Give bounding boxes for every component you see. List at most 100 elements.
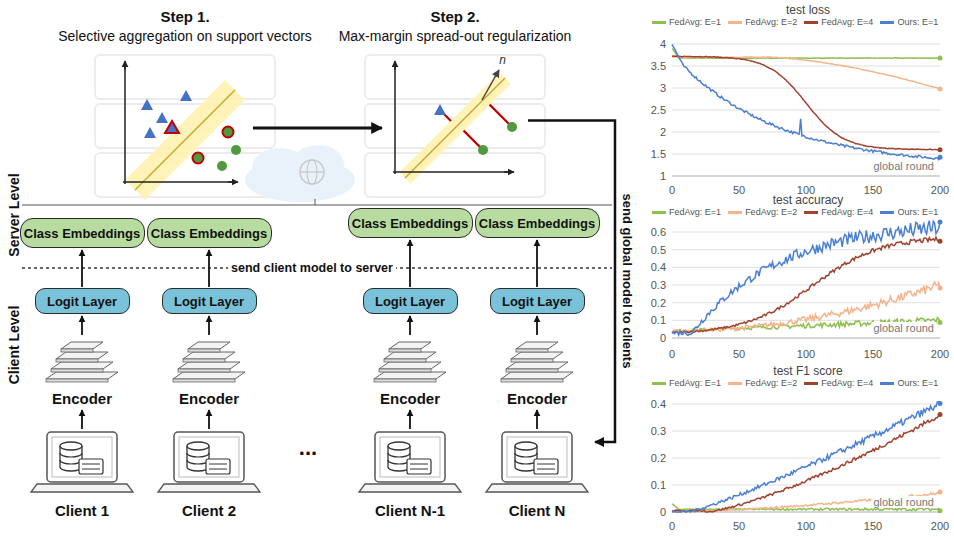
triangle-point: [144, 127, 156, 138]
line-chart: [672, 44, 943, 176]
node-icon: [154, 430, 264, 504]
legend-text: FedAvg: E=2: [745, 207, 797, 217]
legend-text: FedAvg: E=1: [669, 17, 721, 27]
laptop-screen: [47, 432, 117, 482]
globe: [300, 171, 324, 172]
legend-item: FedAvg: E=1: [652, 207, 721, 217]
axis-tick: 0.2: [651, 297, 666, 309]
embedding-box: Class Embeddings: [147, 218, 272, 248]
series-end-dot: [938, 286, 943, 291]
axis-tick: 0.4: [651, 398, 666, 410]
node-label: Client N: [509, 502, 566, 520]
axis-tick: 0.3: [651, 279, 666, 291]
legend-text: FedAvg: E=1: [669, 378, 721, 388]
x-axis: [672, 338, 940, 339]
legend-swatch: [880, 211, 894, 214]
legend-item: Ours: E=1: [880, 17, 938, 27]
laptop-icon: [27, 430, 137, 500]
axis-tick: 0.4: [651, 261, 666, 273]
laptop-screen: [502, 432, 572, 482]
x-axis: [672, 176, 940, 177]
database-icon: [388, 442, 410, 450]
node-label: Encoder: [507, 390, 567, 408]
laptop-base: [31, 484, 133, 492]
encoder-layer: [389, 342, 431, 349]
legend-text: FedAvg: E=1: [669, 207, 721, 217]
flow-arrow: [208, 410, 210, 429]
server-icon: [407, 459, 431, 474]
legend-text: FedAvg: E=4: [821, 207, 873, 217]
node-label: Class Embeddings: [24, 226, 140, 241]
laptop-screen: [375, 432, 445, 482]
axis-tick: 0.5: [651, 244, 666, 256]
flow-arrow: [536, 316, 538, 335]
client-device: Client N: [482, 430, 592, 520]
encoder-layer: [46, 372, 118, 379]
grid-line: [672, 88, 940, 89]
encoder-layer: [379, 362, 441, 369]
axis-tick: 1.5: [651, 148, 666, 160]
flow-arrow: [409, 240, 411, 287]
encoder-layer: [51, 362, 113, 369]
legend-swatch: [880, 21, 894, 24]
encoder-layer: [56, 359, 98, 362]
series-end-dot: [938, 220, 943, 225]
node-icon: [164, 336, 254, 392]
database-icon: [515, 442, 537, 450]
grid-line: [672, 431, 940, 432]
plot-axes: [393, 62, 512, 174]
client-device: Client N-1: [355, 430, 465, 520]
encoder-layer: [188, 349, 220, 352]
embedding-box: Class Embeddings: [475, 208, 600, 238]
circle-point: [507, 122, 517, 132]
laptop-screen: [174, 432, 244, 482]
legend-item: FedAvg: E=4: [804, 378, 873, 388]
legend-swatch: [652, 21, 666, 24]
level-label: Server Level: [6, 173, 22, 256]
series-end-dot: [938, 401, 943, 406]
step-panel: Step 1.Selective aggregation on support …: [120, 58, 250, 198]
margin-band: [399, 72, 510, 183]
server-icon: [82, 464, 100, 469]
svm-plot-1: [123, 61, 245, 200]
grid-line: [672, 132, 940, 133]
encoder-layer: [183, 359, 225, 362]
node-label: Encoder: [380, 390, 440, 408]
flow-arrow: [81, 250, 83, 287]
legend-item: FedAvg: E=1: [652, 17, 721, 27]
cloud-icon: [245, 145, 355, 202]
triangle-point: [180, 90, 192, 101]
series-line: [672, 414, 940, 512]
encoder-layer: [501, 379, 563, 382]
laptop-icon: [154, 430, 264, 500]
laptop-bezel: [380, 437, 440, 477]
flow-note: send client model to server: [228, 261, 396, 275]
laptop-icon: [355, 430, 465, 500]
chart-title: test loss: [786, 3, 830, 17]
encoder-layer: [173, 379, 235, 382]
encoder-layer: [61, 342, 103, 349]
chart-legend: FedAvg: E=1FedAvg: E=2FedAvg: E=4Ours: E…: [652, 17, 938, 27]
legend-item: Ours: E=1: [880, 378, 938, 388]
grid-line: [672, 404, 940, 405]
axis-tick: 0.2: [651, 452, 666, 464]
legend-item: Ours: E=1: [880, 207, 938, 217]
legend-item: FedAvg: E=4: [804, 207, 873, 217]
flow-arrow: [409, 410, 411, 429]
edge-label: send global model to clients: [620, 192, 635, 371]
step-heading: Step 1.Selective aggregation on support …: [58, 8, 312, 44]
layer-box: Logit Layer: [162, 288, 257, 314]
series-end-dot: [938, 489, 943, 494]
circle-point: [217, 161, 227, 171]
node-icon: [355, 430, 465, 504]
encoder-stack: [164, 336, 254, 388]
encoder-layer: [188, 342, 230, 349]
cloud: [292, 145, 344, 185]
node-label: Logit Layer: [174, 294, 244, 309]
axis-tick: 3: [660, 82, 666, 94]
axis-arrow: [394, 61, 396, 70]
class-a-points: [141, 90, 192, 138]
